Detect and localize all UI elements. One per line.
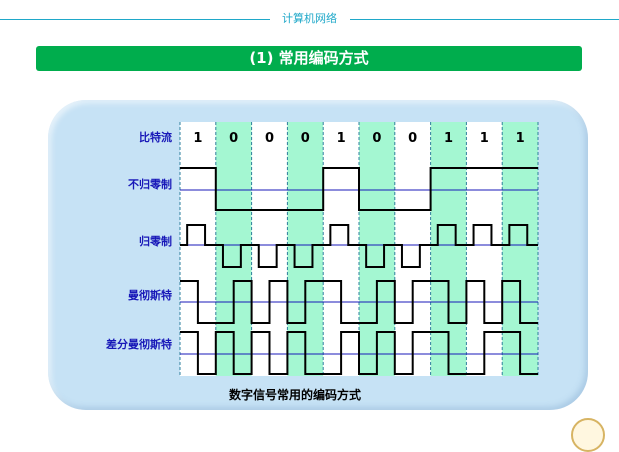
course-title-text: 计算机网络 — [276, 12, 343, 25]
bit-value: 1 — [193, 131, 202, 146]
bit-value: 1 — [444, 131, 453, 146]
header-rule-left — [0, 19, 270, 20]
course-title: 计算机网络 — [0, 10, 619, 28]
waveform-diff_manchester — [180, 331, 538, 375]
waveform-manchester — [180, 280, 538, 324]
row-label-rz: 归零制 — [139, 234, 172, 248]
bit-value: 0 — [372, 131, 381, 146]
row-label-bitstream: 比特流 — [139, 130, 172, 144]
bit-value: 0 — [301, 131, 310, 146]
bit-value: 0 — [408, 131, 417, 146]
diagram-caption: 数字信号常用的编码方式 — [228, 388, 361, 402]
bit-value: 1 — [337, 131, 346, 146]
waveform-rz — [180, 224, 538, 268]
row-label-manchester: 曼彻斯特 — [128, 288, 172, 302]
waveform-nrz — [180, 167, 538, 211]
header-rule-right — [350, 19, 619, 20]
row-label-diff_manchester: 差分曼彻斯特 — [106, 337, 172, 351]
bit-value: 0 — [265, 131, 274, 146]
university-seal — [571, 418, 605, 452]
bit-value: 1 — [516, 131, 525, 146]
section-title: (1) 常用编码方式 — [36, 46, 582, 71]
row-label-nrz: 不归零制 — [128, 177, 172, 191]
bit-value: 0 — [229, 131, 238, 146]
bit-value: 1 — [480, 131, 489, 146]
